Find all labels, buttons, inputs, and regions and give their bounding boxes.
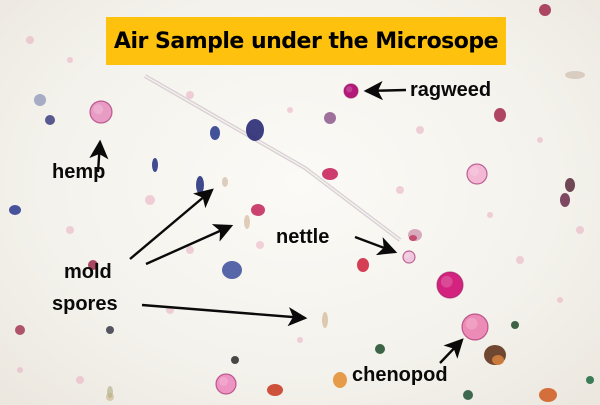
title: Air Sample under the Microsope (113, 28, 499, 54)
label-ragweed: ragweed (410, 79, 492, 101)
chenopod-arrow (439, 338, 464, 364)
pollen-highlight (440, 275, 453, 288)
pollen-highlight (465, 317, 478, 330)
title-banner: Air Sample under the Microsope (106, 17, 506, 65)
pollen-highlight (470, 167, 479, 176)
mold-arrow-1 (129, 188, 214, 260)
pollen-unlabeled-pollen (436, 271, 464, 299)
mold-arrow-2 (145, 224, 234, 266)
spores-arrow (141, 303, 308, 327)
pollen-hemp (89, 100, 113, 124)
pollen-highlight (404, 252, 411, 259)
pollen-highlight (219, 377, 228, 386)
label-mold: mold (64, 261, 112, 283)
pollen-unlabeled-pollen-2 (215, 373, 237, 395)
pollen-nettle (402, 250, 416, 264)
label-chenopod: chenopod (352, 364, 448, 386)
label-spores: spores (52, 293, 118, 315)
nettle-arrow (354, 235, 398, 256)
pollen-highlight (93, 104, 104, 115)
pollen-chenopod (461, 313, 489, 341)
pollen-highlight (346, 86, 353, 93)
label-hemp: hemp (52, 161, 106, 183)
label-nettle: nettle (276, 226, 330, 248)
pollen-unlabeled-pollen-3 (466, 163, 488, 185)
hemp-arrow (89, 139, 109, 173)
pollen-ragweed (343, 83, 359, 99)
ragweed-arrow (363, 80, 407, 101)
